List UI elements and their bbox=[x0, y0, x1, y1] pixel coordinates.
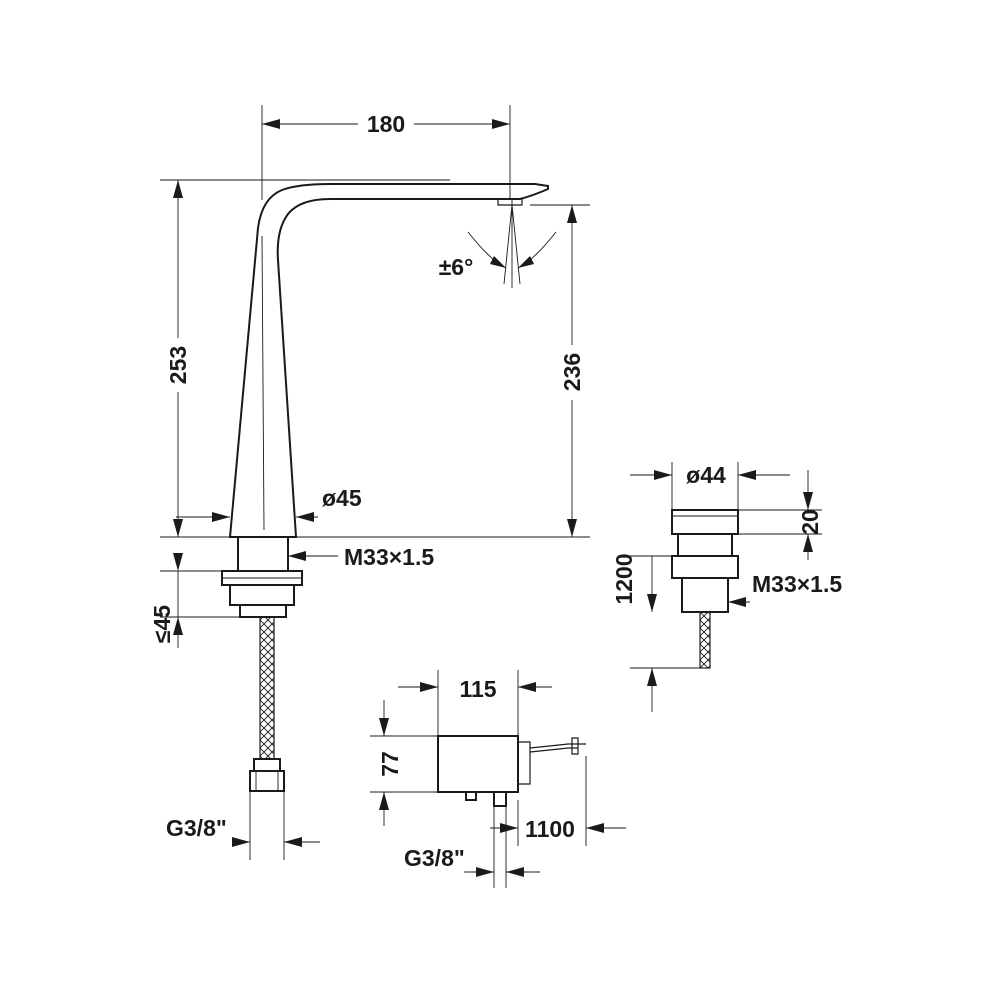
dimension-labels: 180 ±6° 253 236 ø45 M33×1.5 ≤45 G3/8" ø4… bbox=[149, 111, 842, 871]
dim-hose-connection-left: G3/8" bbox=[166, 815, 227, 841]
dim-thread-sensor: M33×1.5 bbox=[752, 571, 842, 597]
dim-total-height: 253 bbox=[165, 346, 191, 384]
dim-thread-main: M33×1.5 bbox=[344, 544, 434, 570]
hose-nut-left bbox=[249, 770, 285, 792]
dim-spout-reach: 180 bbox=[367, 111, 405, 137]
dim-outlet-height: 236 bbox=[559, 353, 585, 391]
faucet bbox=[221, 183, 549, 792]
dimension-lines bbox=[160, 105, 822, 888]
sensor-cap bbox=[671, 509, 739, 535]
dim-box-width: 115 bbox=[459, 676, 496, 702]
dim-sensor-height: 20 bbox=[797, 509, 823, 535]
hose-left bbox=[259, 616, 275, 760]
sensor-body bbox=[677, 533, 733, 557]
box-plug bbox=[571, 737, 586, 755]
box-port-1 bbox=[465, 791, 477, 801]
sensor bbox=[671, 509, 739, 669]
dim-spray-angle: ±6° bbox=[439, 254, 474, 280]
dim-hose-connection-box: G3/8" bbox=[404, 845, 465, 871]
faucet-neck bbox=[237, 536, 289, 572]
faucet-body bbox=[228, 183, 549, 538]
faucet-shank bbox=[239, 604, 287, 618]
control-box bbox=[437, 735, 586, 807]
box-body bbox=[437, 735, 519, 793]
sensor-shank bbox=[681, 577, 729, 613]
hose-fitting-left bbox=[253, 758, 281, 772]
dim-body-diameter: ø45 bbox=[322, 485, 362, 511]
box-cable bbox=[529, 743, 578, 749]
sensor-cable bbox=[699, 611, 711, 669]
spout-aerator bbox=[497, 199, 523, 206]
dim-max-deck-thickness: ≤45 bbox=[149, 605, 175, 643]
sensor-flange bbox=[671, 555, 739, 579]
faucet-nut bbox=[229, 584, 295, 606]
dim-box-height: 77 bbox=[377, 751, 403, 777]
dim-sensor-diameter: ø44 bbox=[686, 462, 726, 488]
dim-box-cable-length: 1100 bbox=[525, 816, 575, 842]
box-port-2 bbox=[493, 791, 507, 807]
dim-sensor-cable-length: 1200 bbox=[611, 553, 637, 604]
